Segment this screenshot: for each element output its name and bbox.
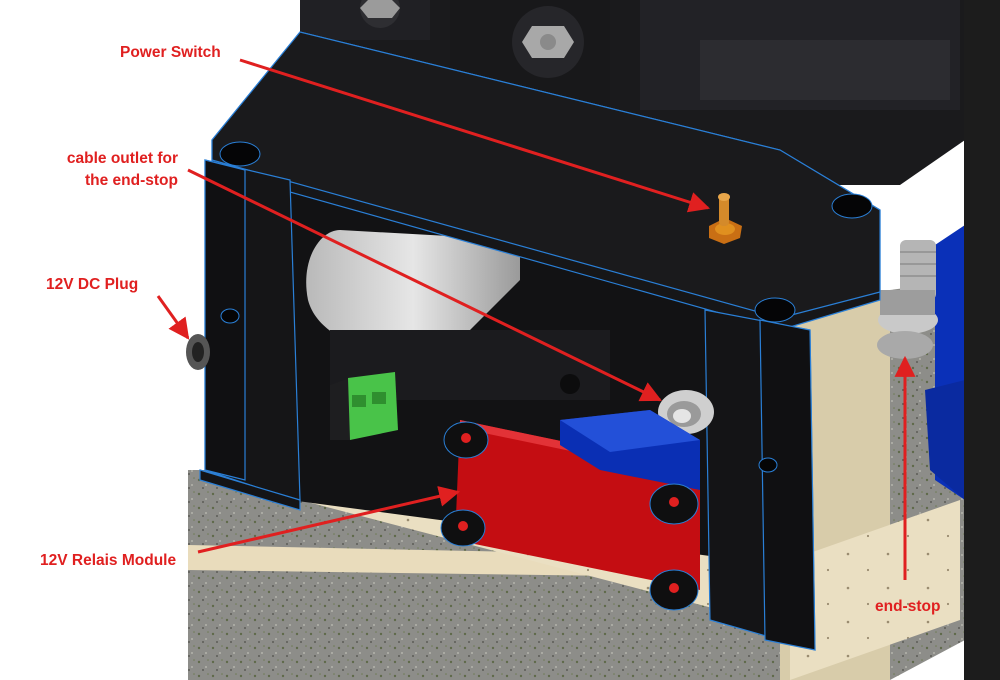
arrow-power-switch (239, 58, 711, 213)
label-end-stop: end-stop (875, 598, 941, 615)
arrow-dc-plug (156, 295, 190, 340)
dc-plug (186, 334, 210, 370)
end-stop-switch (877, 240, 938, 359)
power-switch (709, 193, 742, 244)
label-cable-outlet-line2: the end-stop (85, 172, 178, 189)
label-cable-outlet-line1: cable outlet for (66, 150, 178, 167)
hex-bolt-top-left (360, 0, 400, 28)
cable-outlet-grommet (658, 390, 714, 434)
arrow-cable-outlet (187, 168, 662, 402)
arrow-relay-module (197, 486, 461, 554)
top-plate-holes (219, 141, 873, 473)
label-dc-plug: 12V DC Plug (46, 276, 139, 293)
label-cable-outlet: cable outlet for the end-stop (20, 148, 178, 192)
terminal-block (330, 372, 398, 440)
annotation-arrows (156, 58, 916, 580)
relay-module (440, 410, 700, 611)
hex-bolt-top-center (512, 6, 584, 78)
label-power-switch: Power Switch (120, 44, 221, 61)
blue-carriage (925, 225, 965, 500)
right-window-edge (964, 0, 1000, 680)
label-relay-module: 12V Relais Module (40, 552, 177, 569)
